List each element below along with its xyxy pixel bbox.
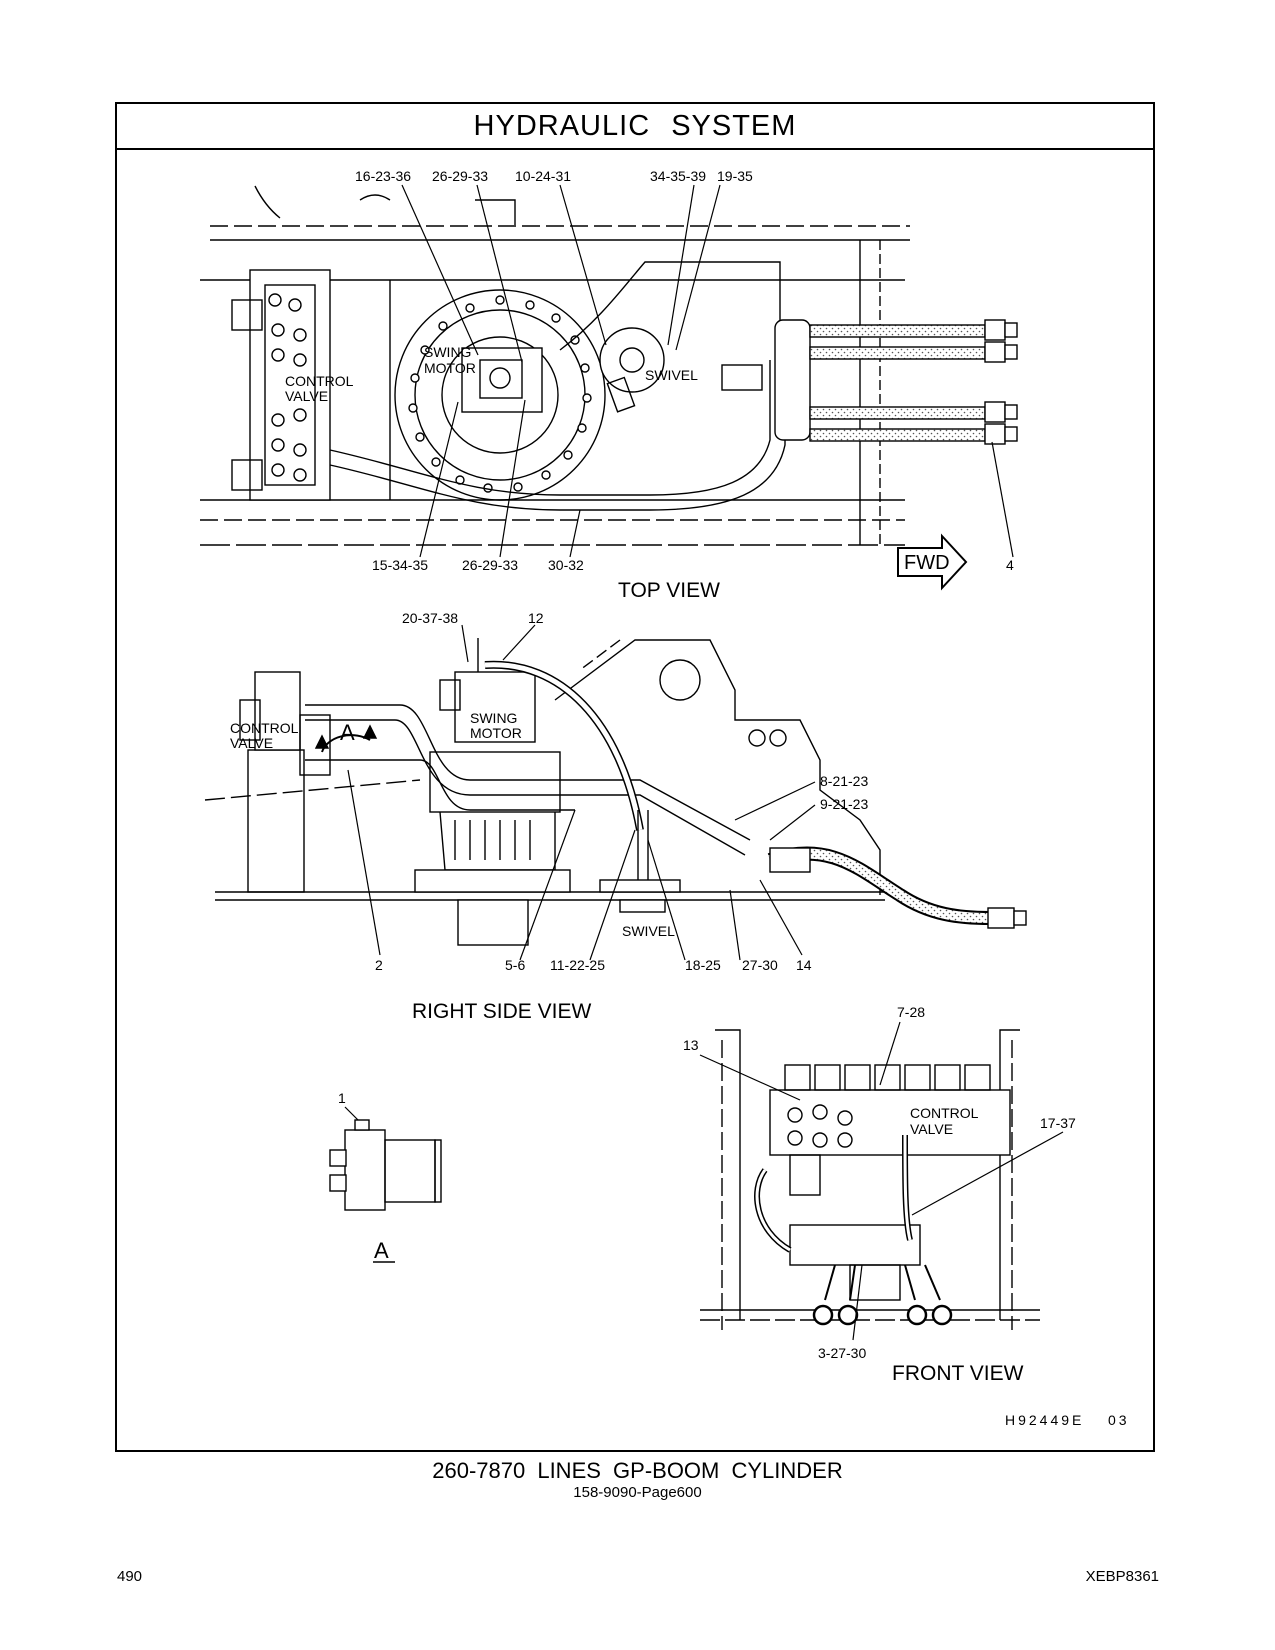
view-label-front: FRONT VIEW [892,1362,1024,1385]
diagram-title: HYDRAULIC SYSTEM [117,104,1153,150]
group-subcaption: 158-9090-Page600 [573,1484,702,1501]
callout-12: 12 [528,610,544,626]
label-swing-top-1: SWING [424,344,471,360]
callout-5-6: 5-6 [505,957,525,973]
callout-15-34-35: 15-34-35 [372,557,428,573]
drawing-revision: 03 [1108,1412,1130,1428]
section-marker-a: A [340,720,355,745]
label-control-top-2: VALVE [285,388,328,404]
front-view [700,1029,1040,1330]
callout-17-37: 17-37 [1040,1115,1076,1131]
top-view-leaders [401,184,1014,558]
callout-4: 4 [1006,557,1014,573]
label-swivel-top: SWIVEL [645,367,698,383]
callout-11-22-25: 11-22-25 [550,957,605,973]
label-control-top-1: CONTROL [285,373,354,389]
callout-8-21-23: 8-21-23 [820,773,868,789]
label-swivel-side: SWIVEL [622,923,675,939]
view-label-detail-a: A [374,1238,389,1263]
callout-16-23-36: 16-23-36 [355,168,411,184]
callout-7-28: 7-28 [897,1004,925,1020]
callout-30-32: 30-32 [548,557,584,573]
callout-10-24-31: 10-24-31 [515,168,571,184]
callout-26-29-33-top: 26-29-33 [432,168,488,184]
view-label-right-side: RIGHT SIDE VIEW [412,1000,591,1023]
drawing-id: H92449E [1005,1412,1084,1428]
callout-14: 14 [796,957,812,973]
callout-3-27-30: 3-27-30 [818,1345,866,1361]
callout-19-35: 19-35 [717,168,753,184]
top-view [200,185,1018,591]
front-view-leaders [699,1021,1064,1341]
callout-34-35-39: 34-35-39 [650,168,706,184]
fwd-arrow-label: FWD [904,552,950,574]
detail-a-view [329,1106,442,1263]
callout-26-29-33-bottom: 26-29-33 [462,557,518,573]
label-control-front-1: CONTROL [910,1105,979,1121]
label-swing-top-2: MOTOR [424,360,476,376]
callout-2: 2 [375,957,383,973]
page-number: 490 [117,1568,143,1585]
diagram-frame: HYDRAULIC SYSTEM [115,102,1155,1452]
view-label-top: TOP VIEW [618,579,720,602]
label-control-front-2: VALVE [910,1121,953,1137]
callout-18-25: 18-25 [685,957,721,973]
callout-1: 1 [338,1090,346,1106]
label-swing-side-2: MOTOR [470,725,522,741]
callout-13: 13 [683,1037,699,1053]
group-caption: 260-7870 LINES GP-BOOM CYLINDER [432,1458,843,1483]
side-view-leaders [347,624,816,961]
label-control-side-2: VALVE [230,735,273,751]
document-code: XEBP8361 [1085,1568,1159,1585]
callout-27-30: 27-30 [742,957,778,973]
label-control-side-1: CONTROL [230,720,299,736]
callout-9-21-23: 9-21-23 [820,796,868,812]
callout-20-37-38: 20-37-38 [402,610,458,626]
label-swing-side-1: SWING [470,710,517,726]
right-side-view [204,638,1027,946]
